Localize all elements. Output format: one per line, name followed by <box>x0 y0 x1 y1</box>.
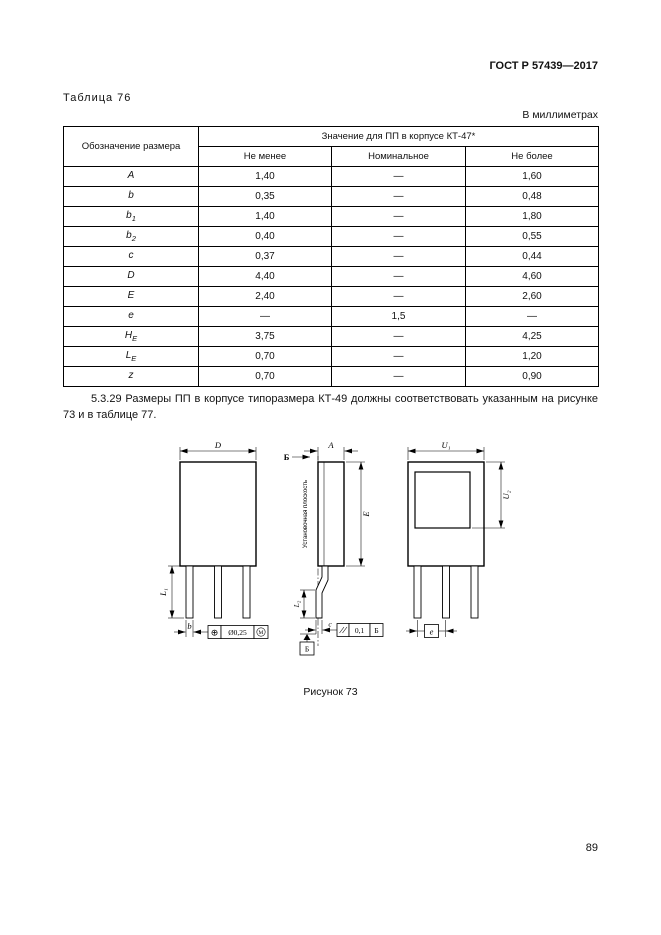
heatsink-window <box>414 471 471 529</box>
cell-max: 1,60 <box>465 166 599 187</box>
cell-min: 3,75 <box>198 326 332 347</box>
table-caption: Таблица 76 <box>63 92 132 104</box>
cell-designation: LE <box>63 346 199 367</box>
cell-nominal: — <box>331 346 466 367</box>
cell-nominal: — <box>331 246 466 267</box>
units-note: В миллиметрах <box>522 109 598 121</box>
table-row: HE 3,75 — 4,25 <box>63 326 599 347</box>
cell-nominal: — <box>331 166 466 187</box>
cell-nominal: — <box>331 226 466 247</box>
cell-designation: b2 <box>63 226 199 247</box>
cell-nominal: — <box>331 206 466 227</box>
position-symbol: ⊕ <box>211 628 219 638</box>
dim-label-l1: L₁ <box>158 588 168 597</box>
cell-nominal: — <box>331 366 466 387</box>
cell-max: 1,20 <box>465 346 599 367</box>
cell-min: 0,70 <box>198 366 332 387</box>
header-designation: Обозначение размера <box>63 126 199 167</box>
table-subheader-row: Не менее Номинальное Не более <box>64 146 599 167</box>
dim-label-c: c <box>328 620 332 629</box>
cell-min: 0,40 <box>198 226 332 247</box>
table-row: D 4,40 — 4,60 <box>63 266 599 287</box>
header-group: Значение для ПП в корпусе КТ-47* <box>198 126 599 147</box>
material-modifier: M <box>259 630 264 636</box>
table-row: b1 1,40 — 1,80 <box>63 206 599 227</box>
dim-label-e-pitch: e <box>430 626 434 636</box>
tolerance-datum: Б <box>374 626 378 635</box>
cell-designation: z <box>63 366 199 387</box>
cell-nominal: — <box>331 186 466 207</box>
table-row: b2 0,40 — 0,55 <box>63 226 599 247</box>
figure-drawing: D L₁ b ⊕ Ø0,25 M <box>158 440 511 656</box>
header-nominal: Номинальное <box>331 146 466 167</box>
position-value: Ø0,25 <box>228 628 247 637</box>
tolerance-symbol <box>339 626 348 634</box>
cell-max: 0,44 <box>465 246 599 267</box>
cell-max: — <box>465 306 599 327</box>
dim-label-l2: L₂ <box>292 600 301 608</box>
cell-designation: b <box>63 186 199 207</box>
cell-designation: E <box>63 286 199 307</box>
tolerance-value: 0,1 <box>355 626 365 635</box>
cell-min: 0,35 <box>198 186 332 207</box>
header-min: Не менее <box>198 146 332 167</box>
doc-number: ГОСТ Р 57439—2017 <box>489 60 598 72</box>
cell-designation: A <box>63 166 199 187</box>
paragraph-5-3-29: 5.3.29 Размеры ПП в корпусе типоразмера … <box>63 393 598 421</box>
dim-label-b: b <box>187 621 191 631</box>
figure-73: D L₁ b ⊕ Ø0,25 M <box>118 440 538 680</box>
cell-min: 0,37 <box>198 246 332 267</box>
dim-label-a: A <box>327 440 334 450</box>
cell-min: 4,40 <box>198 266 332 287</box>
cell-nominal: — <box>331 266 466 287</box>
datum-symbol-b: Б <box>299 633 316 656</box>
seating-plane-label: Установочная плоскость <box>303 480 309 548</box>
dim-label-d: D <box>214 440 222 450</box>
table-row: E 2,40 — 2,60 <box>63 286 599 307</box>
page-number: 89 <box>585 842 598 854</box>
dim-label-u2: U₂ <box>501 490 511 499</box>
dim-label-u1: U₁ <box>441 440 450 450</box>
dim-label-e-height: E <box>361 511 371 518</box>
cell-min: — <box>198 306 332 327</box>
view-b-label: Б <box>284 452 290 462</box>
cell-min: 0,70 <box>198 346 332 367</box>
flatness-tolerance-frame: 0,1 Б <box>336 623 384 637</box>
cell-max: 0,55 <box>465 226 599 247</box>
table-row: LE 0,70 — 1,20 <box>63 346 599 367</box>
cell-nominal: — <box>331 286 466 307</box>
cell-max: 2,60 <box>465 286 599 307</box>
cell-nominal: 1,5 <box>331 306 466 327</box>
table-row: z 0,70 — 0,90 <box>63 366 599 387</box>
cell-max: 0,90 <box>465 366 599 387</box>
header-max: Не более <box>465 146 599 167</box>
cell-designation: b1 <box>63 206 199 227</box>
cell-max: 4,60 <box>465 266 599 287</box>
cell-min: 1,40 <box>198 166 332 187</box>
table-row: c 0,37 — 0,44 <box>63 246 599 267</box>
cell-designation: D <box>63 266 199 287</box>
bent-lead <box>315 565 329 619</box>
figure-caption: Рисунок 73 <box>303 686 358 698</box>
side-view: A Б Установочная плоскость E L₂ c <box>284 440 384 656</box>
cell-nominal: — <box>331 326 466 347</box>
cell-min: 1,40 <box>198 206 332 227</box>
datum-letter: Б <box>305 645 309 654</box>
back-view: U₁ U₂ e <box>406 440 511 638</box>
table-row: A 1,40 — 1,60 <box>63 166 599 187</box>
cell-max: 0,48 <box>465 186 599 207</box>
cell-max: 4,25 <box>465 326 599 347</box>
basic-dimension-box <box>424 624 439 638</box>
table-row: e — 1,5 — <box>63 306 599 327</box>
cell-designation: HE <box>63 326 199 347</box>
cell-max: 1,80 <box>465 206 599 227</box>
dimensions-table: Обозначение размера Значение для ПП в ко… <box>63 126 599 387</box>
cell-designation: e <box>63 306 199 327</box>
table-header-row: Обозначение размера Значение для ПП в ко… <box>63 126 599 167</box>
cell-min: 2,40 <box>198 286 332 307</box>
table-row: b 0,35 — 0,48 <box>63 186 599 207</box>
cell-designation: c <box>63 246 199 267</box>
position-tolerance-frame: ⊕ Ø0,25 M <box>207 625 269 639</box>
front-view: D L₁ b ⊕ Ø0,25 M <box>158 440 269 639</box>
